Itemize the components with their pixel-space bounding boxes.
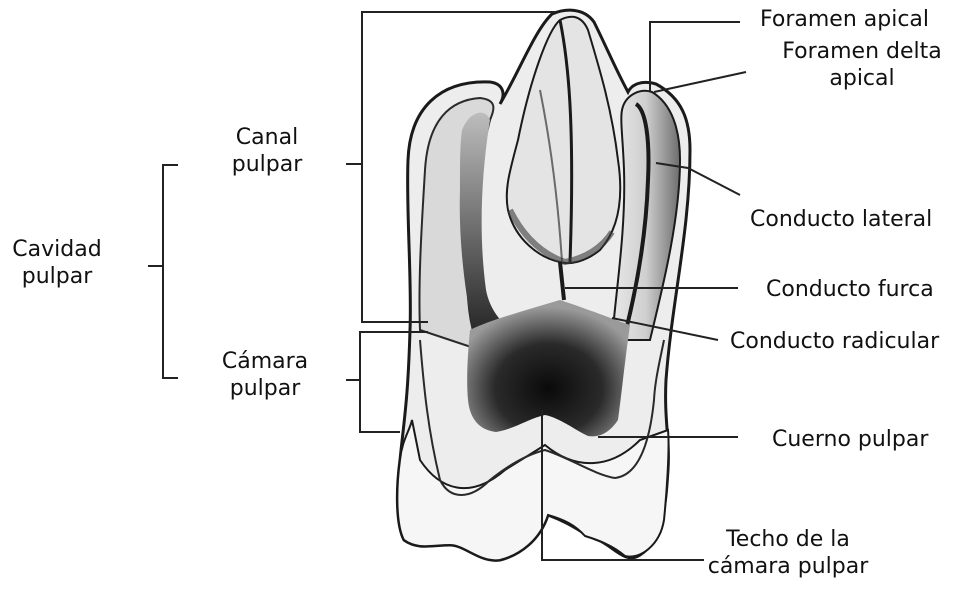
label-techo-camara-pulpar: Techo de la cámara pulpar <box>698 526 878 580</box>
label-conducto-furca: Conducto furca <box>766 276 934 303</box>
label-canal-pulpar: Canal pulpar <box>212 124 322 178</box>
label-foramen-apical: Foramen apical <box>760 6 929 33</box>
label-cavidad-pulpar: Cavidad pulpar <box>2 236 112 290</box>
label-camara-pulpar: Cámara pulpar <box>205 348 325 402</box>
label-foramen-delta-apical: Foramen delta apical <box>776 38 948 92</box>
label-cuerno-pulpar: Cuerno pulpar <box>772 426 928 453</box>
label-conducto-lateral: Conducto lateral <box>750 206 932 233</box>
label-conducto-radicular: Conducto radicular <box>730 328 939 355</box>
